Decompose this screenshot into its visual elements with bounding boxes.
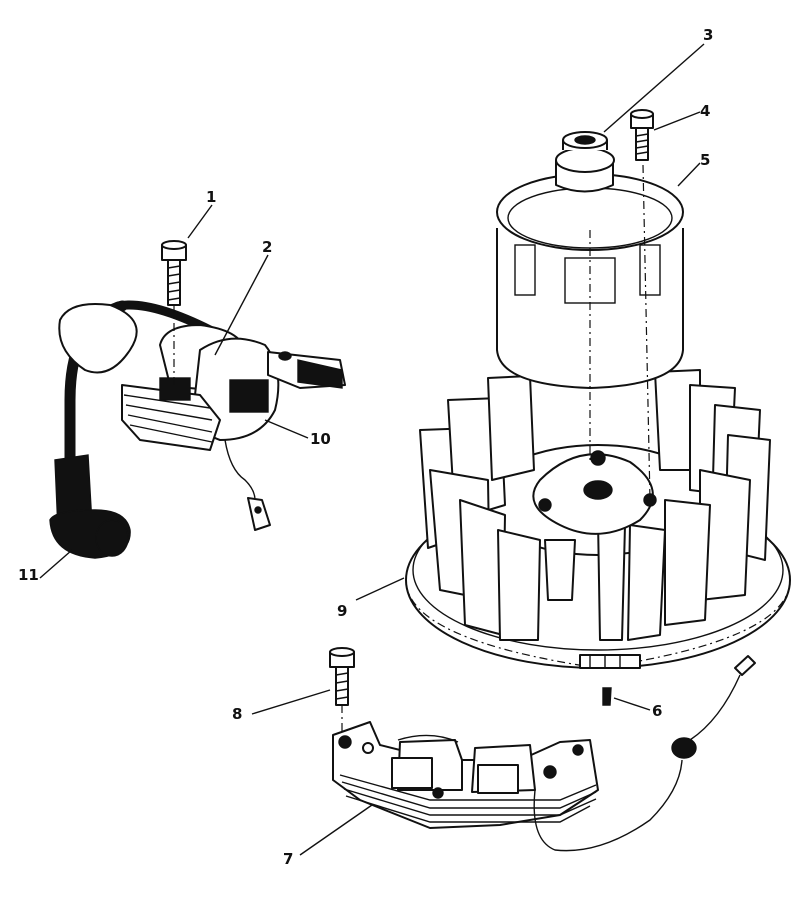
leader-lines: [39, 43, 705, 856]
flywheel-nut: [555, 131, 615, 193]
callout-5: 5: [700, 151, 711, 169]
callout-1: 1: [206, 188, 217, 206]
callout-2: 2: [262, 238, 273, 256]
flywheel-key: [602, 687, 612, 706]
callout-10: 10: [310, 430, 331, 448]
alternator-screw: [329, 647, 355, 735]
callout-6: 6: [652, 702, 663, 720]
callout-9: 9: [337, 602, 348, 620]
callout-7: 7: [283, 850, 294, 868]
ignition-coil: [49, 300, 346, 559]
callout-11: 11: [18, 566, 39, 584]
callout-8: 8: [232, 705, 243, 723]
starter-cup: [496, 164, 684, 501]
flywheel: [405, 369, 791, 669]
cup-screw: [630, 109, 654, 161]
alternator: [332, 655, 756, 852]
callout-4: 4: [700, 102, 711, 120]
coil-screw: [161, 240, 187, 385]
callout-3: 3: [703, 26, 714, 44]
